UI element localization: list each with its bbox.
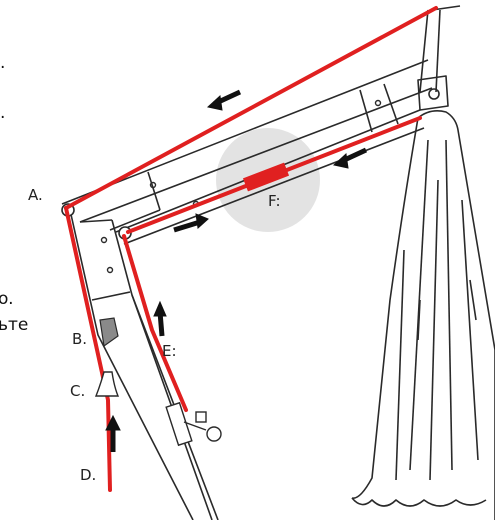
label-f: F: — [268, 192, 281, 210]
label-c: C. — [70, 382, 85, 400]
bolt — [149, 181, 157, 189]
top-boom — [61, 59, 433, 231]
edge-text-3: o. — [0, 289, 14, 309]
rope-clamp-icon — [99, 317, 119, 348]
label-e: E: — [162, 342, 177, 360]
crank-handle-icon — [165, 401, 222, 447]
edge-text-4: ьте — [0, 315, 28, 335]
rope-top-run — [64, 6, 438, 210]
hanging-arm — [417, 5, 461, 111]
bolt — [374, 99, 382, 107]
bolt — [106, 266, 114, 274]
label-b: B. — [72, 330, 87, 348]
label-d: D. — [80, 466, 96, 484]
rope-up-mast — [122, 234, 188, 412]
arrow-icon — [332, 152, 349, 169]
arrow-icon — [195, 213, 209, 229]
rope — [64, 6, 438, 492]
rope-down-left — [64, 206, 112, 492]
bolt — [100, 236, 108, 244]
edge-text-2: . — [0, 103, 5, 123]
closed-umbrella-canopy — [351, 110, 495, 520]
arrow-icon — [105, 414, 121, 431]
arrow-icon — [153, 300, 167, 317]
rope-tensioner-f — [242, 162, 290, 192]
arrow-icon — [173, 219, 201, 233]
arrow-icon — [206, 94, 223, 111]
label-a: A. — [28, 186, 43, 204]
rope-stopper-icon — [94, 371, 120, 397]
edge-text-1: . — [0, 53, 5, 73]
direction-arrows — [105, 89, 368, 452]
